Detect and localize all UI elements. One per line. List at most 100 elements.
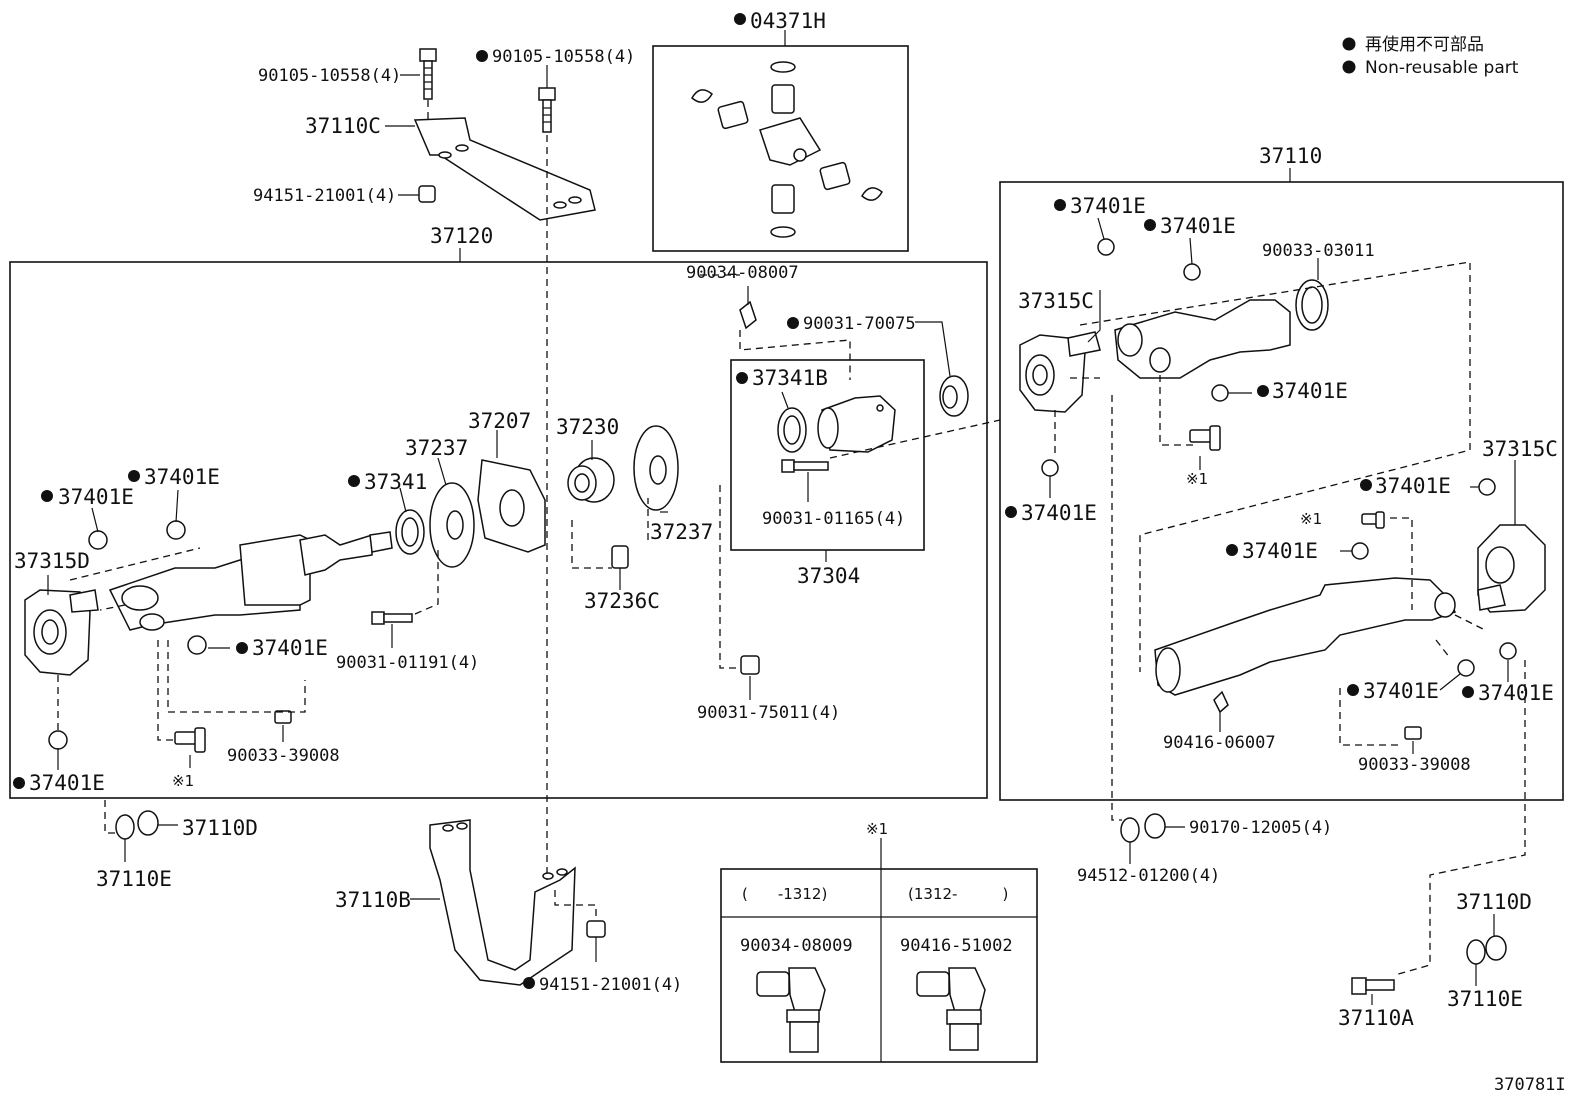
label-seal-rear: 37341 <box>364 470 427 494</box>
snap-ring-icon <box>1351 542 1369 560</box>
bracket-icon <box>413 117 596 221</box>
label-flange-rear: 37237 <box>405 436 468 460</box>
snap-ring-icon <box>1041 459 1059 477</box>
non-reusable-markers <box>13 13 1474 989</box>
damper-37207-icon <box>477 459 546 553</box>
plug-icon <box>1404 726 1422 740</box>
label-snap-left-1: 37401E <box>58 485 134 509</box>
label-nut-top: 94151-21001(4) <box>253 186 396 206</box>
grease-fitting-icon <box>1361 511 1385 529</box>
snap-ring-icon <box>1097 238 1115 256</box>
label-nut-bottom: 94151-21001(4) <box>539 975 682 995</box>
label-grease-top: 90034-08007 <box>686 263 799 283</box>
nut-icon <box>740 655 760 675</box>
label-snap-front-8: 37401E <box>1478 681 1554 705</box>
washer-icon <box>1466 939 1486 965</box>
assembly-box-37304 <box>730 359 925 551</box>
label-snap-front-3: 37401E <box>1272 379 1348 403</box>
kit-box-04371h <box>652 45 909 252</box>
non-reusable-dot-icon <box>1342 37 1356 51</box>
label-snap-front-6: 37401E <box>1242 539 1318 563</box>
fitting-table <box>720 868 1038 1063</box>
label-bearing-rear: 37230 <box>556 415 619 439</box>
label-bolt-top-mid: 90105-10558(4) <box>492 47 635 67</box>
label-seal-box: 37341B <box>752 366 828 390</box>
snap-ring-icon <box>1211 384 1229 402</box>
washer-icon <box>137 810 159 836</box>
label-washer-front-2: 94512-01200(4) <box>1077 866 1220 886</box>
grease-fitting-icon <box>174 727 206 753</box>
legend-ja: 再使用不可部品 <box>1365 34 1484 55</box>
assembly-label-37120: 37120 <box>430 224 493 248</box>
assembly-label-04371h: 04371H <box>750 9 826 33</box>
snap-ring-icon <box>1457 659 1475 677</box>
legend: 再使用不可部品 Non-reusable part <box>1342 34 1519 78</box>
bolt-icon <box>538 87 556 133</box>
shaft-front-top-icon <box>1114 299 1291 379</box>
spacer-37236c-icon <box>611 545 629 569</box>
nut-icon <box>586 920 606 938</box>
snap-ring-icon <box>187 635 207 655</box>
label-bolt-right: 37110A <box>1338 1006 1414 1030</box>
flange-yoke-37315c-right-icon <box>1477 524 1546 613</box>
label-bolt-top-left: 90105-10558(4) <box>258 66 401 86</box>
snap-ring-icon <box>88 530 108 550</box>
snap-ring-icon <box>166 520 186 540</box>
seal-90031-70075-icon <box>939 375 969 417</box>
nut-icon <box>418 185 436 203</box>
washer-icon <box>1144 813 1166 839</box>
label-plug-front: 90033-39008 <box>1358 755 1471 775</box>
label-bracket-bottom: 37110B <box>335 888 411 912</box>
label-damper: 37207 <box>468 409 531 433</box>
fitting-table-mark: ※1 <box>866 820 888 838</box>
assembly-label-37110: 37110 <box>1259 144 1322 168</box>
snap-ring-icon <box>1183 263 1201 281</box>
assembly-box-37120 <box>9 261 988 799</box>
label-washer-left-d: 37110D <box>182 816 258 840</box>
universal-joint-kit-icon <box>691 61 883 238</box>
label-plug-rear: 90033-39008 <box>227 746 340 766</box>
label-nut-rear: 90031-75011(4) <box>697 703 840 723</box>
label-snap-front-1: 37401E <box>1070 194 1146 218</box>
label-yoke-front-top: 37315C <box>1018 289 1094 313</box>
snap-ring-icon <box>1499 642 1517 660</box>
washer-icon <box>1485 935 1507 961</box>
label-flange-rear-2: 37237 <box>650 520 713 544</box>
label-washer-front: 90170-12005(4) <box>1189 818 1332 838</box>
label-bracket-top: 37110C <box>305 114 381 138</box>
seal-90033-03011-icon <box>1295 279 1329 331</box>
bolt-icon <box>1351 977 1395 995</box>
grease-fitting-90416-51002-icon <box>916 967 986 1051</box>
label-mark-front-mid: ※1 <box>1300 510 1322 528</box>
legend-en: Non-reusable part <box>1365 58 1519 78</box>
grease-nipple-icon <box>739 300 757 330</box>
label-mark-left: ※1 <box>172 772 194 790</box>
fitting-table-col1-part: 90034-08009 <box>740 936 853 956</box>
flange-37237b-icon <box>633 425 679 511</box>
plug-icon <box>274 710 292 724</box>
grease-fitting-90034-08009-icon <box>756 967 826 1053</box>
label-yoke-front-right: 37315C <box>1482 437 1558 461</box>
label-snap-front-7: 37401E <box>1363 679 1439 703</box>
label-seal-top: 90031-70075 <box>803 314 916 334</box>
label-snap-left-3: 37401E <box>252 636 328 660</box>
washer-icon <box>115 814 135 840</box>
label-grease-front: 90416-06007 <box>1163 733 1276 753</box>
label-mark-front-top: ※1 <box>1186 470 1208 488</box>
label-washer-right-e: 37110E <box>1447 987 1523 1011</box>
flange-yoke-37315c-top-icon <box>1019 331 1101 413</box>
label-seal-front: 90033-03011 <box>1262 241 1375 261</box>
flange-yoke-37315d-icon <box>24 589 99 676</box>
non-reusable-dot-icon <box>1342 60 1356 74</box>
snap-ring-icon <box>1478 478 1496 496</box>
label-washer-left-e: 37110E <box>96 867 172 891</box>
fitting-table-col2-part: 90416-51002 <box>900 936 1013 956</box>
shaft-front-bottom-icon <box>1154 577 1456 696</box>
label-snap-left-2: 37401E <box>144 465 220 489</box>
bolt-icon <box>781 459 829 473</box>
label-snap-front-2: 37401E <box>1160 214 1236 238</box>
label-bolt-box: 90031-01165(4) <box>762 509 905 529</box>
washer-icon <box>1120 817 1140 843</box>
label-bolt-rear: 90031-01191(4) <box>336 653 479 673</box>
